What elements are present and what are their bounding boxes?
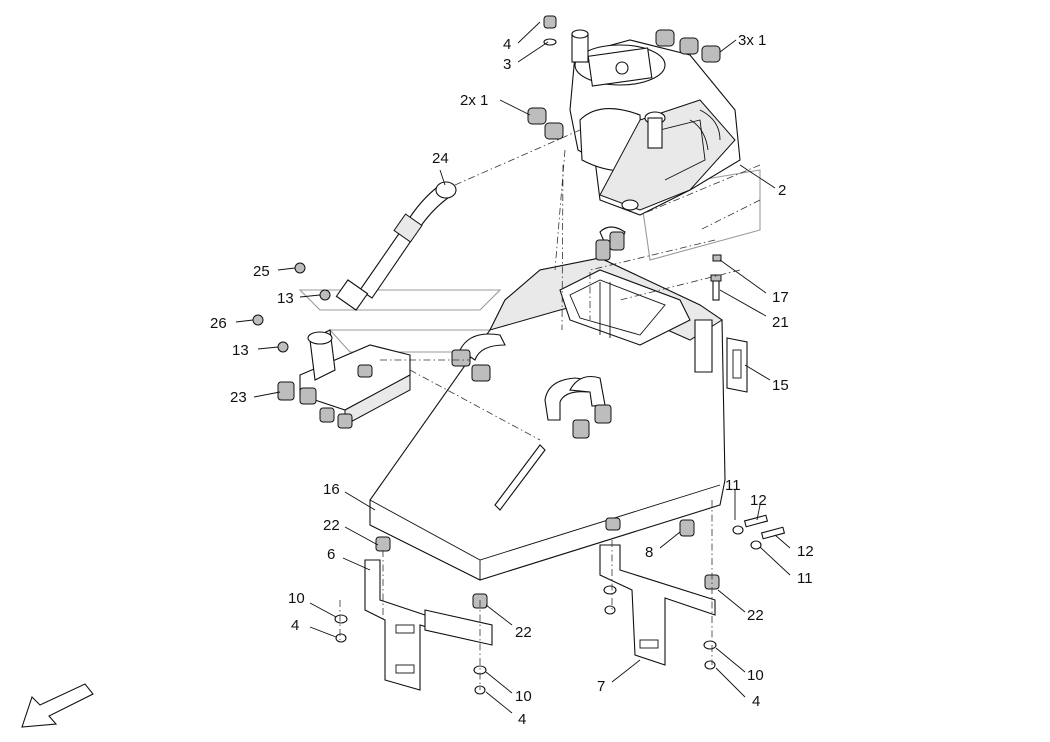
label-11-a: 11 bbox=[725, 477, 741, 494]
bracket-part-6 bbox=[364, 536, 493, 691]
label-10-a: 10 bbox=[288, 590, 305, 607]
screw-part-17-21 bbox=[710, 254, 722, 301]
label-13-a: 13 bbox=[277, 290, 294, 307]
label-7: 7 bbox=[597, 678, 605, 695]
label-12-a: 12 bbox=[750, 492, 767, 509]
tank-part-16 bbox=[369, 226, 726, 581]
label-17: 17 bbox=[772, 289, 789, 306]
label-15: 15 bbox=[772, 377, 789, 394]
label-12-b: 12 bbox=[797, 543, 814, 560]
label-24: 24 bbox=[432, 150, 449, 167]
callout-labels: 4 3 3x 1 2x 1 24 2 25 13 17 21 26 13 15 … bbox=[210, 32, 814, 728]
bolts-part-12 bbox=[732, 514, 786, 550]
washers-nuts bbox=[334, 585, 717, 695]
label-16: 16 bbox=[323, 481, 340, 498]
label-4-top: 4 bbox=[503, 36, 511, 53]
plug-part-1-group-left bbox=[527, 107, 564, 140]
label-3x1: 3x 1 bbox=[738, 32, 766, 49]
label-22-a: 22 bbox=[323, 517, 340, 534]
label-10-c: 10 bbox=[747, 667, 764, 684]
view-direction-arrow-icon bbox=[21, 683, 94, 728]
label-21: 21 bbox=[772, 314, 789, 331]
label-4-b: 4 bbox=[752, 693, 760, 710]
label-22-b: 22 bbox=[747, 607, 764, 624]
label-23: 23 bbox=[230, 389, 247, 406]
filter-head-part-2 bbox=[569, 29, 741, 216]
label-4-a: 4 bbox=[291, 617, 299, 634]
label-25: 25 bbox=[253, 263, 270, 280]
label-11-b: 11 bbox=[797, 570, 813, 587]
leader-lines bbox=[235, 21, 791, 714]
label-22-c: 22 bbox=[515, 624, 532, 641]
label-3-top: 3 bbox=[503, 56, 511, 73]
label-26: 26 bbox=[210, 315, 227, 332]
label-2: 2 bbox=[778, 182, 786, 199]
assembly-center-lines bbox=[339, 129, 761, 690]
label-2x1: 2x 1 bbox=[460, 92, 488, 109]
label-8: 8 bbox=[645, 544, 653, 561]
label-13-b: 13 bbox=[232, 342, 249, 359]
label-4-c: 4 bbox=[518, 711, 526, 728]
hose-part-24 bbox=[335, 181, 457, 311]
bracket-part-15 bbox=[694, 319, 748, 393]
valve-block-part-23 bbox=[277, 329, 411, 429]
plug-part-1-group-top bbox=[655, 29, 721, 63]
bracket-part-7 bbox=[599, 544, 720, 666]
label-6: 6 bbox=[327, 546, 335, 563]
screw-part-4-3-top bbox=[543, 15, 557, 46]
label-10-b: 10 bbox=[515, 688, 532, 705]
